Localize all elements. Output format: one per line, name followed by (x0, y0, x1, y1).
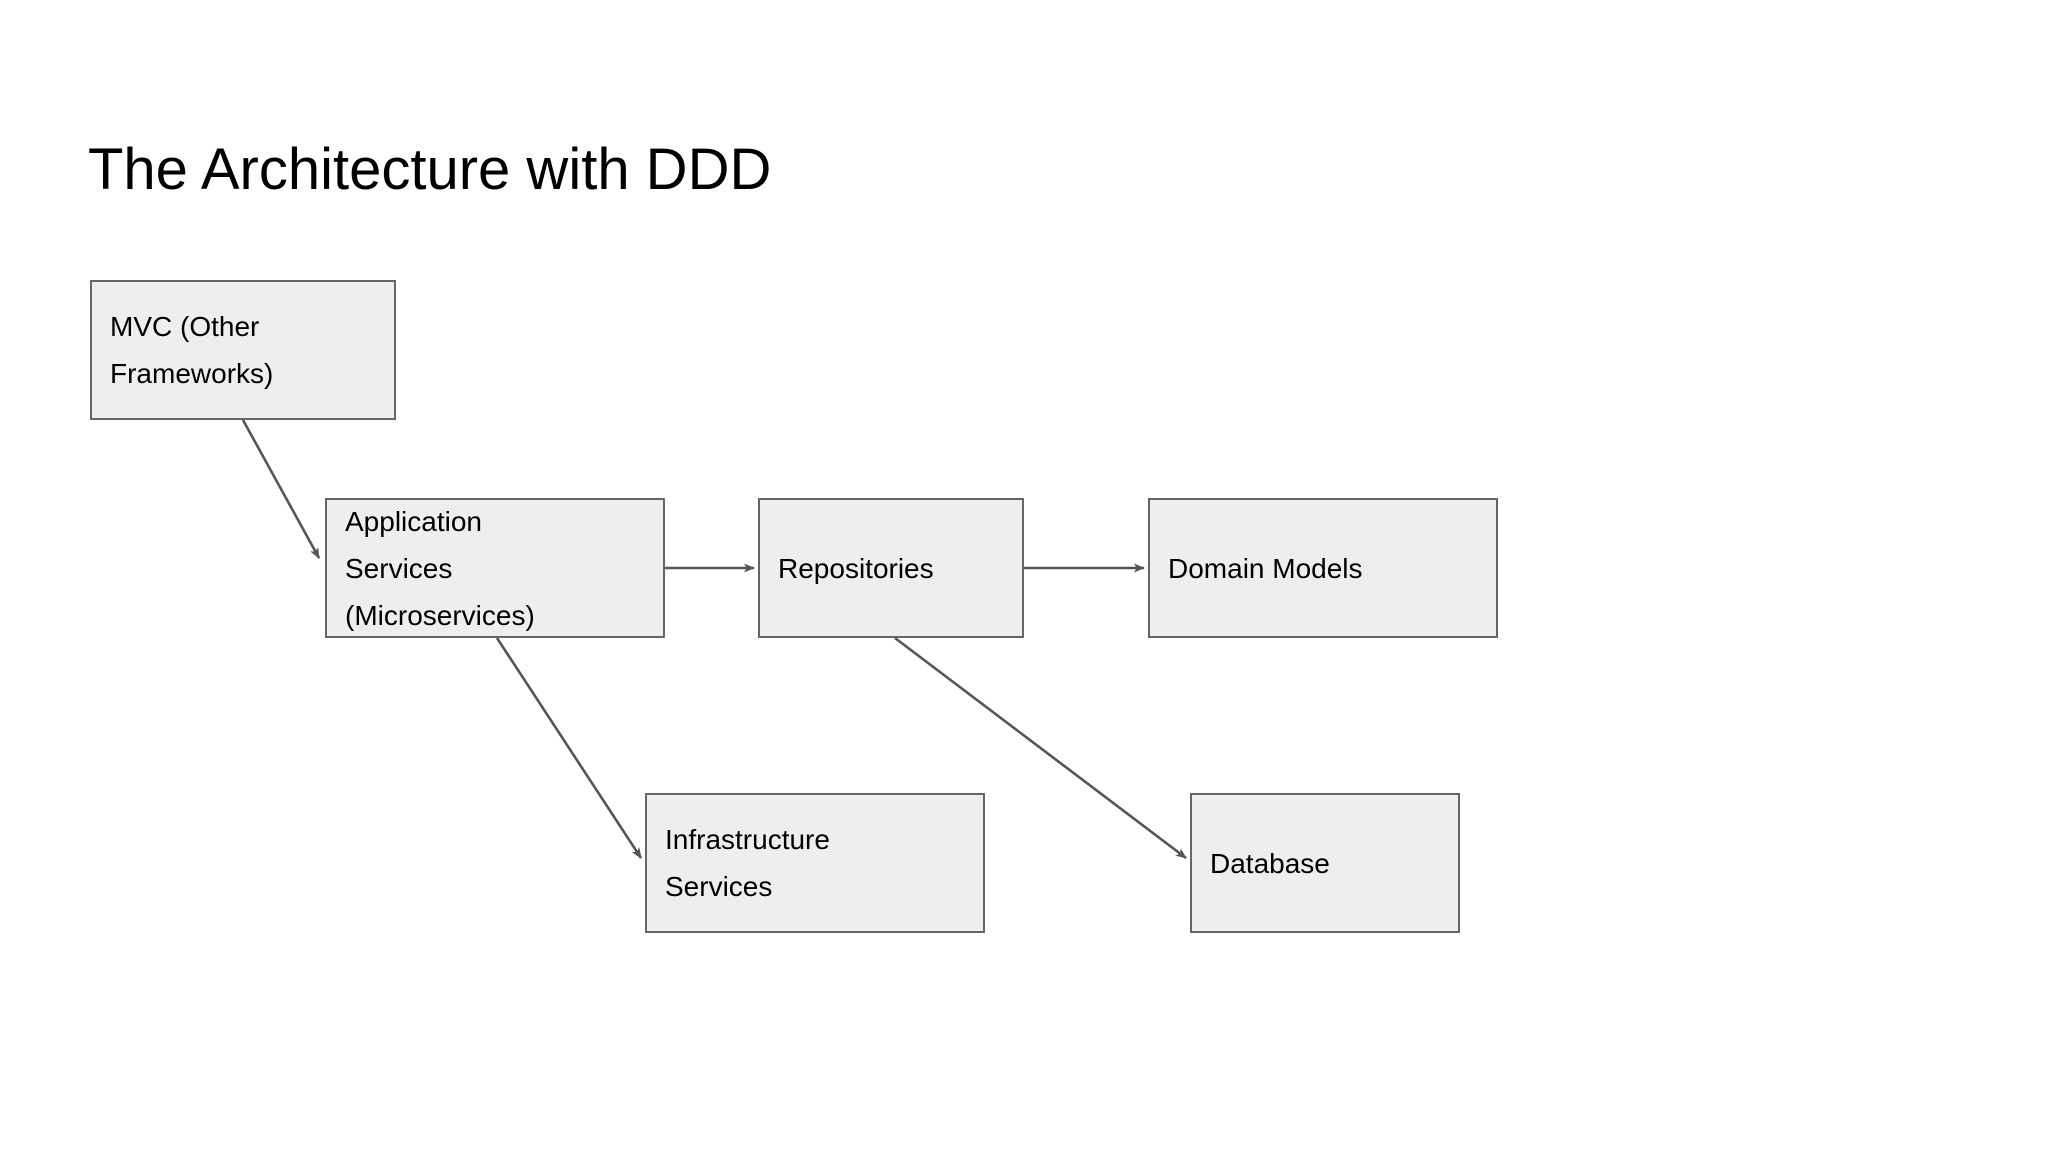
node-mvc-label: MVC (Other Frameworks) (110, 311, 274, 389)
node-infrastructure-services[interactable]: Infrastructure Services (645, 793, 985, 933)
node-repositories-label: Repositories (778, 552, 934, 584)
node-domain-models[interactable]: Domain Models (1148, 498, 1498, 638)
node-infrastructure-services-label: Infrastructure Services (665, 824, 830, 902)
node-repositories[interactable]: Repositories (758, 498, 1024, 638)
node-application-services-label: Application Services (Microservices) (345, 505, 535, 631)
node-database[interactable]: Database (1190, 793, 1460, 933)
page-title: The Architecture with DDD (88, 136, 772, 202)
node-mvc[interactable]: MVC (Other Frameworks) (90, 280, 396, 420)
node-domain-models-label: Domain Models (1168, 552, 1363, 584)
edge-app-services-to-infrastructure (495, 637, 643, 859)
node-application-services[interactable]: Application Services (Microservices) (325, 498, 665, 638)
node-database-label: Database (1210, 847, 1330, 879)
edge-mvc-to-app-services (241, 419, 321, 559)
